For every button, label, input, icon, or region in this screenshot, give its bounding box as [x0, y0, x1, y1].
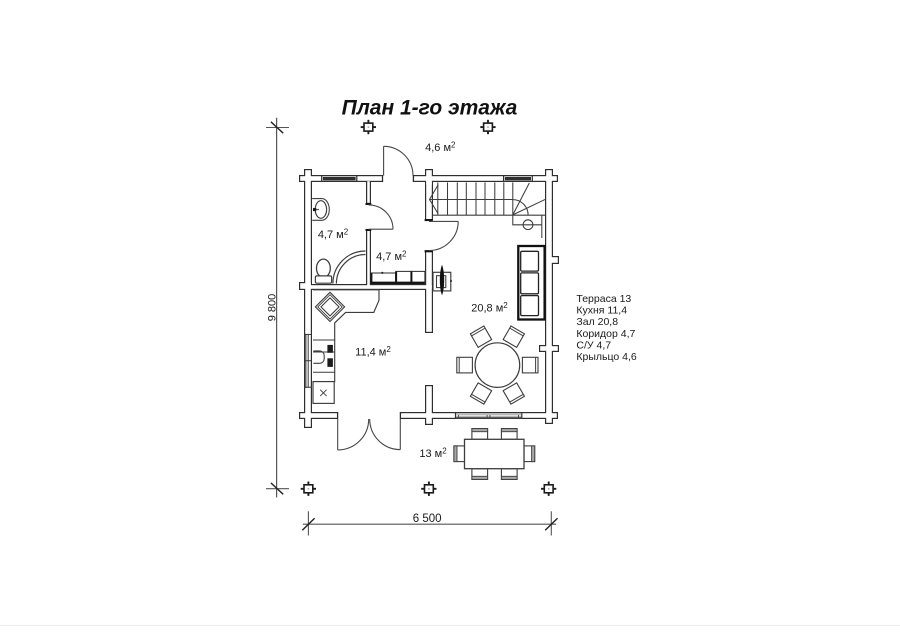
svg-text:Кухня 11,4: Кухня 11,4 [576, 305, 627, 317]
svg-text:Крыльцо 4,6: Крыльцо 4,6 [576, 351, 637, 363]
svg-text:20,8 м2: 20,8 м2 [471, 301, 508, 315]
svg-text:11,4 м2: 11,4 м2 [355, 345, 391, 359]
svg-text:С/У 4,7: С/У 4,7 [576, 339, 611, 351]
svg-text:Терраса 13: Терраса 13 [576, 293, 631, 305]
svg-text:4,7 м2: 4,7 м2 [376, 250, 407, 264]
svg-text:Зал 20,8: Зал 20,8 [576, 316, 618, 328]
svg-text:9 800: 9 800 [266, 294, 278, 322]
svg-text:4,7 м2: 4,7 м2 [318, 227, 349, 241]
svg-text:Коридор 4,7: Коридор 4,7 [576, 328, 635, 340]
svg-text:6 500: 6 500 [413, 513, 442, 525]
svg-text:13 м2: 13 м2 [419, 446, 447, 460]
svg-text:План 1-го этажа: План 1-го этажа [342, 97, 518, 120]
svg-text:4,6 м2: 4,6 м2 [425, 140, 456, 154]
